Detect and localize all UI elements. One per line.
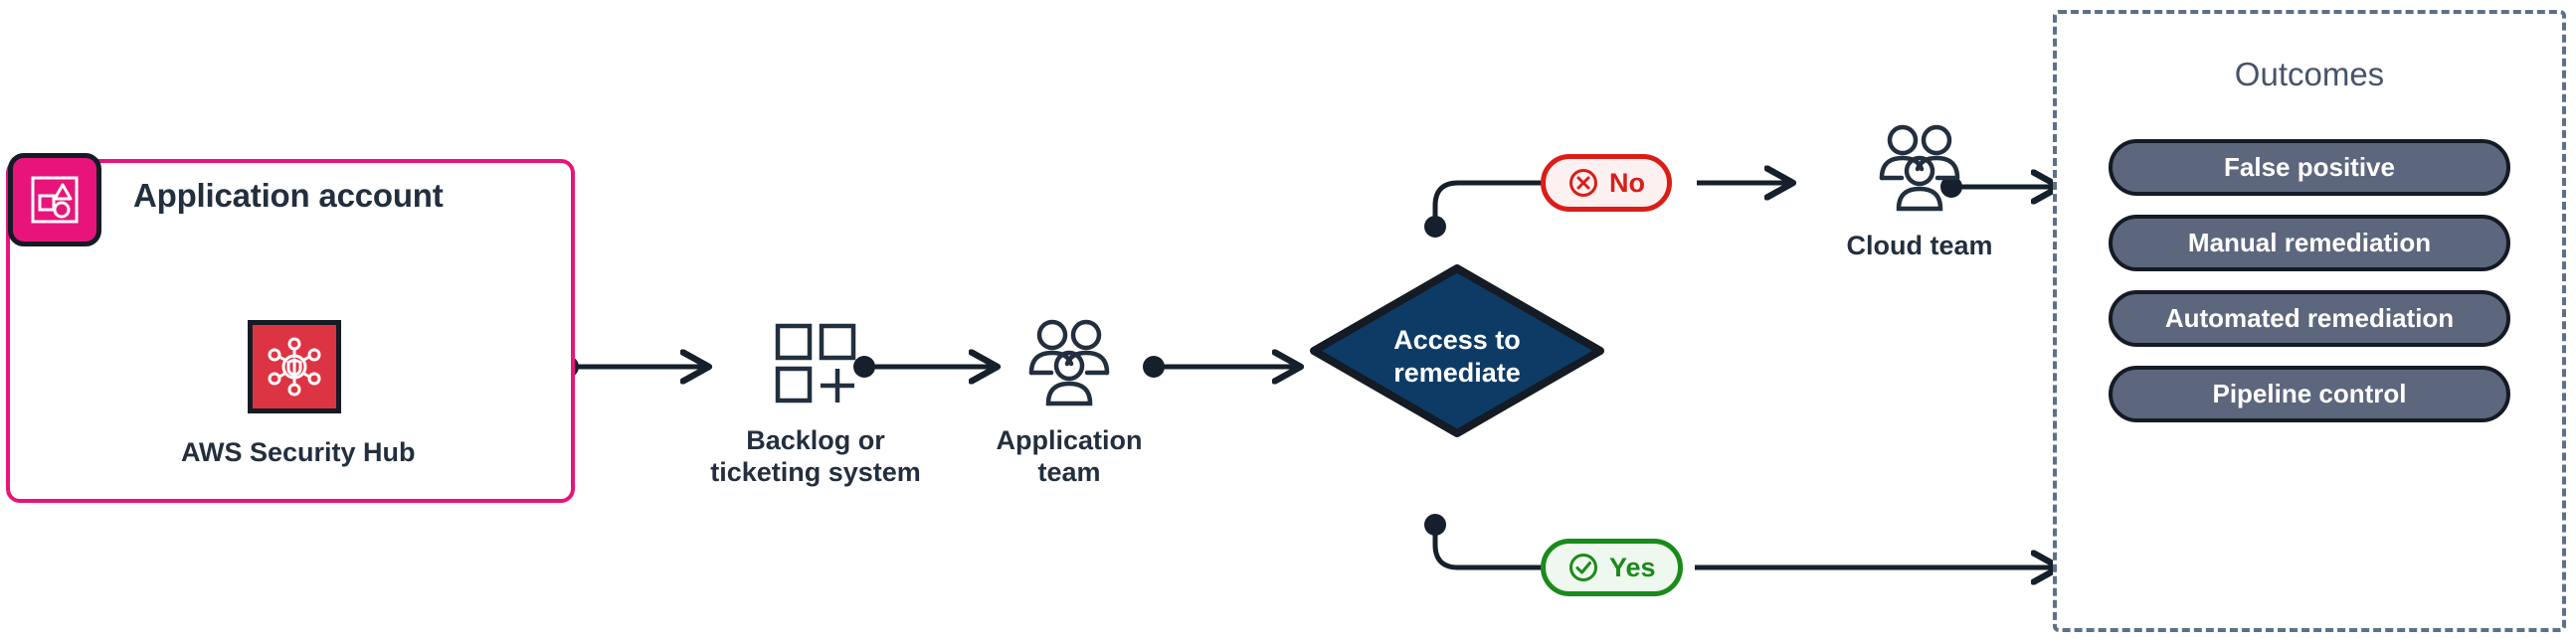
aws-security-hub-icon (248, 320, 341, 413)
edge-dot-decision-yes (1424, 514, 1446, 536)
backlog-ticketing-node: Backlog or ticketing system (686, 316, 945, 489)
outcome-pill-pipeline-control[interactable]: Pipeline control (2109, 366, 2510, 422)
condition-pill-no[interactable]: No (1541, 154, 1672, 212)
outcome-pill-manual-remediation[interactable]: Manual remediation (2109, 215, 2510, 271)
circle-check-icon (1569, 554, 1597, 581)
application-team-node: Application team (940, 316, 1198, 489)
outcomes-title: Outcomes (2234, 56, 2385, 92)
backlog-ticketing-label: Backlog or ticketing system (686, 425, 945, 489)
aws-security-hub-label: AWS Security Hub (181, 437, 416, 467)
application-account-title: Application account (133, 177, 444, 214)
application-account-icon (8, 153, 101, 246)
outcomes-list: False positive Manual remediation Automa… (2057, 139, 2562, 422)
security-hub-glyph (268, 337, 321, 397)
condition-yes-label: Yes (1609, 552, 1656, 582)
decision-diamond-shape (1310, 264, 1604, 437)
backlog-ticketing-icon (686, 316, 945, 411)
outcome-pill-false-positive[interactable]: False positive (2109, 139, 2510, 196)
users-group-glyph (1028, 319, 1110, 406)
circle-x-icon (1569, 169, 1597, 197)
appteam-label-line2: team (1037, 456, 1101, 487)
cloud-team-node: Cloud team (1795, 121, 2044, 262)
cloud-team-label: Cloud team (1846, 231, 1993, 260)
appteam-label-line1: Application (996, 425, 1143, 455)
users-group-glyph (1879, 124, 1960, 212)
condition-no-label: No (1609, 167, 1645, 198)
aws-security-hub-node: AWS Security Hub (181, 320, 416, 468)
edge-decision-to-no (1432, 180, 1544, 227)
condition-pill-yes[interactable]: Yes (1541, 539, 1683, 596)
backlog-ticketing-glyph (775, 323, 856, 403)
backlog-label-line2: ticketing system (710, 456, 921, 487)
backlog-label-line1: Backlog or (746, 425, 885, 455)
outcome-pill-automated-remediation[interactable]: Automated remediation (2109, 290, 2510, 347)
application-team-label: Application team (940, 425, 1198, 489)
edge-decision-to-yes (1432, 525, 1544, 570)
edge-dot-decision-no (1424, 216, 1446, 238)
outcomes-panel: Outcomes False positive Manual remediati… (2053, 10, 2566, 632)
application-account-glyph (31, 176, 79, 224)
users-group-icon (940, 316, 1198, 411)
decision-diamond (1310, 264, 1604, 437)
users-group-icon (1795, 121, 2044, 217)
